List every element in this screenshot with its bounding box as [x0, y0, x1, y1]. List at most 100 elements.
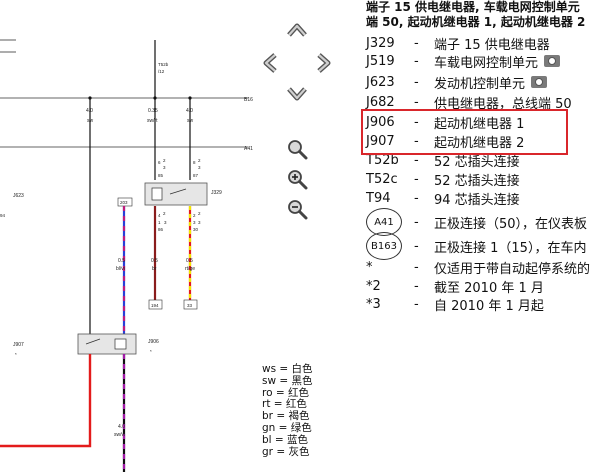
t94-label: 94: [0, 213, 6, 218]
legend-row: J906 - 起动机继电器 1: [366, 113, 525, 132]
pin-4-note: 2: [163, 211, 166, 216]
camera-icon[interactable]: [531, 76, 548, 88]
wire-w1-size: 4.0: [86, 108, 93, 114]
ground-33-label: 33: [187, 303, 193, 308]
relay-j329-label: J329: [211, 190, 222, 196]
wiring-diagram: B16 A41 T52b /12 4.0 sw 0.35 sw/rt 4.0 s…: [0, 39, 253, 472]
legend-code: T52b: [366, 152, 399, 168]
legend-desc: 端子 15 供电继电器: [434, 37, 550, 53]
legend-code: J682: [366, 94, 395, 110]
zoom-out-icon: [288, 200, 308, 220]
pin-8-note-2: 3: [198, 165, 201, 170]
legend-desc: 正极连接 1（15），在车内: [434, 240, 587, 256]
pin-85: 85: [158, 173, 164, 178]
legend-row: *3 - 自 2010 年 1 月起: [366, 295, 544, 314]
legend-code: J519: [366, 53, 395, 69]
wire-w5-color: br: [152, 266, 157, 272]
legend-dash: -: [414, 74, 419, 90]
legend-code: T94: [366, 190, 391, 206]
pin-3-note: 3: [198, 220, 201, 225]
relay-coil: [151, 187, 163, 201]
pan-up-button[interactable]: [286, 20, 308, 42]
relay-j906-star: *: [150, 349, 152, 354]
relay-j907-star: *: [15, 352, 17, 357]
chevron-right-icon: [317, 53, 331, 73]
bus-a41-label: A41: [244, 146, 253, 152]
wire-w7-color: sw/vi: [114, 432, 125, 438]
relay-j906-label: J906: [148, 339, 159, 345]
legend-desc: 52 芯插头连接: [434, 154, 520, 170]
legend-title-line-1: 端子 15 供电继电器, 车载电网控制单元: [366, 0, 580, 14]
legend-dash: -: [414, 171, 419, 187]
j623-label: J623: [13, 193, 24, 199]
legend-row: A41 - 正极连接（50），在仪表板: [366, 208, 587, 236]
legend-code: T52c: [366, 171, 398, 187]
pin-4: 4: [158, 213, 161, 218]
legend-row: B163 - 正极连接 1（15），在车内: [366, 232, 586, 260]
relay-switch: [169, 188, 187, 195]
legend-row: T52c - 52 芯插头连接: [366, 170, 520, 189]
wire-w1-color: sw: [87, 118, 94, 124]
junction-dot: [188, 96, 192, 100]
connector-b163-symbol: B163: [366, 232, 402, 260]
legend-title-line-2: 端 50, 起动机继电器 1, 起动机继电器 2: [366, 15, 586, 29]
legend-desc: 起动机继电器 2: [434, 135, 525, 151]
pin-8: 8: [193, 160, 196, 165]
wire-red: [0, 354, 92, 448]
legend-code: J623: [366, 74, 395, 90]
legend-desc: 自 2010 年 1 月起: [434, 298, 544, 314]
pan-right-button[interactable]: [312, 52, 334, 74]
magnifier-icon: [288, 140, 308, 160]
legend-code: J907: [366, 133, 395, 149]
wire-t52b-label-2: /12: [158, 69, 165, 74]
legend-row: J519 - 车载电网控制单元: [366, 52, 561, 71]
pin-6-note: 2: [163, 158, 166, 163]
legend-desc: 94 芯插头连接: [434, 192, 520, 208]
legend-dash: -: [414, 214, 419, 230]
junction-dot: [88, 96, 92, 100]
ground-33-box: [183, 299, 198, 310]
pin-1: 1: [158, 220, 161, 225]
legend-dash: -: [414, 133, 419, 149]
ground-194-label: 194: [151, 303, 159, 308]
color-code: bl = 蓝色: [262, 433, 309, 446]
legend-row: * - 仅适用于带自动起停系统的: [366, 258, 591, 277]
ground-194-box: [148, 299, 163, 310]
wire-w6-color: rt/ge: [185, 266, 195, 272]
wire-w4-color: bl/vi: [116, 266, 125, 272]
legend-dash: -: [414, 53, 419, 69]
legend-row: J682 - 供电继电器，总线端 50: [366, 93, 572, 112]
zoom-in-button[interactable]: [286, 168, 308, 190]
wire-w3-size: 4.0: [186, 108, 193, 114]
camera-icon[interactable]: [544, 55, 561, 67]
color-code: gr = 灰色: [262, 445, 310, 458]
pin-6-note-2: 3: [163, 165, 166, 170]
legend-code: J329: [366, 35, 395, 51]
legend-code: J906: [366, 114, 395, 130]
pin-2: 2: [193, 213, 196, 218]
legend-desc: 仅适用于带自动起停系统的: [434, 261, 591, 277]
wire-color-legend: ws = 白色 sw = 黑色 ro = 红色 rt = 红色 br = 褐色 …: [262, 363, 313, 458]
pin-3: 3: [193, 220, 196, 225]
wire-w5-size: 0.5: [151, 258, 158, 264]
legend-code: *3: [366, 296, 381, 312]
legend-dash: -: [414, 296, 419, 312]
legend-code: *2: [366, 278, 381, 294]
pin-2-note: 2: [198, 211, 201, 216]
pan-left-button[interactable]: [260, 52, 282, 74]
legend-row: J329 - 端子 15 供电继电器: [366, 34, 550, 53]
pan-down-button[interactable]: [286, 82, 308, 104]
legend-dash: -: [414, 94, 419, 110]
legend-dash: -: [414, 278, 419, 294]
zoom-out-button[interactable]: [286, 198, 308, 220]
pin-30: 30: [193, 227, 199, 232]
zoom-reset-button[interactable]: [286, 138, 308, 160]
wire-w4-size: 0.5: [118, 258, 125, 264]
color-code: rt = 红色: [262, 398, 307, 411]
chevron-down-icon: [287, 87, 307, 101]
legend-desc: 起动机继电器 1: [434, 116, 525, 132]
legend-row: *2 - 截至 2010 年 1 月: [366, 277, 544, 296]
chevron-left-icon: [263, 53, 277, 73]
legend-desc: 供电继电器，总线端 50: [434, 96, 572, 112]
component-legend: 端子 15 供电继电器, 车载电网控制单元 端 50, 起动机继电器 1, 起动…: [366, 0, 604, 314]
